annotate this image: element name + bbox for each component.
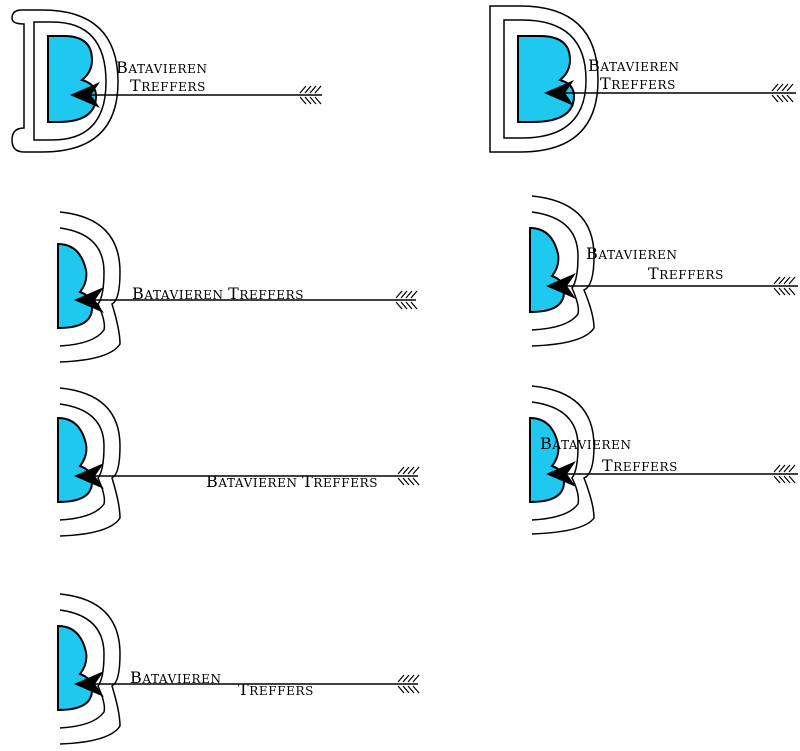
variant-4-word-1: BATAVIEREN xyxy=(586,244,678,263)
variant-7-word-2: TREFFERS xyxy=(238,680,314,699)
variant-5-wordmark: BATAVIEREN TREFFERS xyxy=(206,472,379,491)
variant-7-word-1: BATAVIEREN xyxy=(130,668,222,687)
variant-6-word-1: BATAVIEREN xyxy=(540,434,632,453)
variant-4-word-2: TREFFERS xyxy=(648,264,724,283)
variant-6-word-2: TREFFERS xyxy=(602,456,678,475)
variant-2-word-1: BATAVIEREN xyxy=(588,56,680,75)
variant-2-word-2: TREFFERS xyxy=(600,74,676,93)
variant-1-word-2: TREFFERS xyxy=(130,76,206,95)
variant-1-word-1: BATAVIEREN xyxy=(116,58,208,77)
variant-3-wordmark: BATAVIEREN TREFFERS xyxy=(132,284,305,303)
